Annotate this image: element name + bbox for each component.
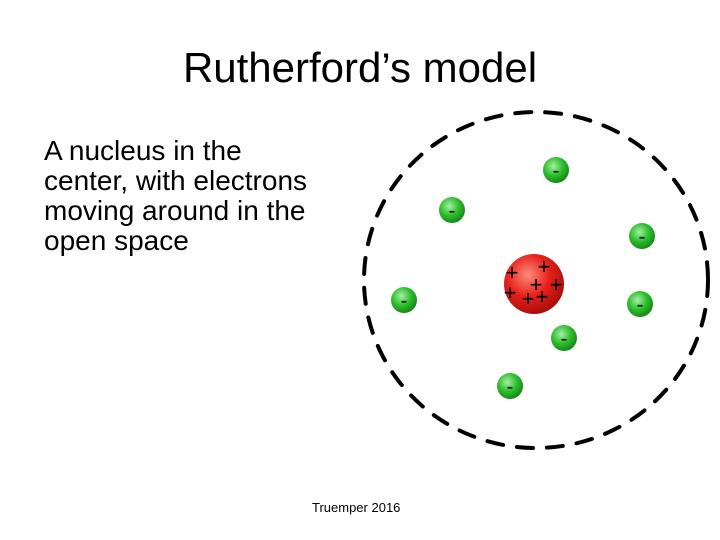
nucleus-charge: +	[536, 284, 549, 309]
electron: -	[551, 325, 577, 351]
svg-text:-: -	[401, 290, 408, 312]
nucleus-charge: +	[522, 286, 535, 311]
electron: -	[439, 197, 465, 223]
body-line: center, with electrons	[44, 166, 364, 196]
slide-body-text: A nucleus in the center, with electrons …	[44, 136, 364, 256]
svg-text:-: -	[561, 328, 568, 350]
electron: -	[497, 373, 523, 399]
electron: -	[629, 223, 655, 249]
electron: -	[391, 287, 417, 313]
slide-footer: Truemper 2016	[312, 500, 400, 515]
electron: -	[627, 291, 653, 317]
nucleus-charge: +	[504, 280, 517, 305]
electron: -	[543, 157, 569, 183]
svg-text:-: -	[553, 160, 560, 182]
nucleus: + + + + + + +	[504, 254, 564, 314]
body-line: A nucleus in the	[44, 136, 364, 166]
svg-text:-: -	[507, 376, 514, 398]
body-line: moving around in the	[44, 196, 364, 226]
body-line: open space	[44, 226, 364, 256]
slide-title: Rutherford’s model	[0, 44, 720, 92]
svg-text:-: -	[637, 294, 644, 316]
svg-text:-: -	[639, 226, 646, 248]
svg-text:-: -	[449, 200, 456, 222]
nucleus-charge: +	[550, 272, 563, 297]
atom-diagram: + + + + + + + - - - - -	[340, 100, 720, 460]
